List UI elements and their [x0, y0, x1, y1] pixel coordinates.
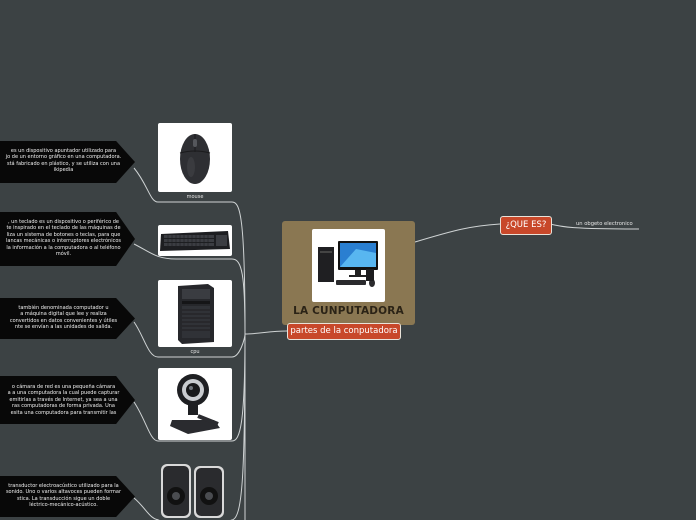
speakers-description[interactable]: transductor electroacústico utilizado pa… [0, 476, 135, 517]
partes-topic[interactable]: partes de la conputadora [287, 323, 401, 340]
que-es-answer[interactable]: un obgeto electronico [576, 221, 633, 227]
link-central-to-que [414, 223, 501, 243]
desktop-computer-icon [318, 241, 378, 287]
link-que-to-answer [549, 223, 640, 230]
link-to-speakers [133, 333, 246, 520]
cpu-tower-icon [178, 284, 214, 344]
webcam-icon [170, 374, 220, 434]
central-topic[interactable]: LA CUNPUTADORA [282, 221, 415, 325]
link-to-webcam [133, 333, 246, 442]
mouse-description[interactable]: es un dispositivo apuntador utilizado pa… [0, 141, 135, 183]
cpu-caption: cpu [190, 349, 200, 355]
link-to-keyboard [133, 243, 246, 335]
cpu-description[interactable]: también denominada computador u a máquin… [0, 298, 135, 339]
link-central-to-partes [244, 330, 288, 335]
link-to-mouse [133, 167, 246, 335]
desktop-computer-image [312, 229, 385, 302]
keyboard-image[interactable] [158, 225, 232, 256]
speakers-icon [161, 464, 224, 518]
mouse-icon [179, 134, 211, 184]
webcam-description[interactable]: o cámara de red es una pequeña cámara a … [0, 376, 135, 424]
mouse-image[interactable] [158, 123, 232, 192]
cpu-image[interactable] [158, 280, 232, 347]
link-to-cpu [133, 321, 246, 358]
central-title: LA CUNPUTADORA [293, 305, 404, 317]
speakers-image[interactable] [158, 462, 232, 520]
keyboard-icon [160, 231, 230, 251]
mouse-caption: mouse [186, 194, 204, 200]
keyboard-description[interactable]: , un teclado es un dispositivo o perifér… [0, 212, 135, 266]
webcam-image[interactable] [158, 368, 232, 440]
que-es-topic[interactable]: ¿QUE ES? [500, 216, 552, 235]
